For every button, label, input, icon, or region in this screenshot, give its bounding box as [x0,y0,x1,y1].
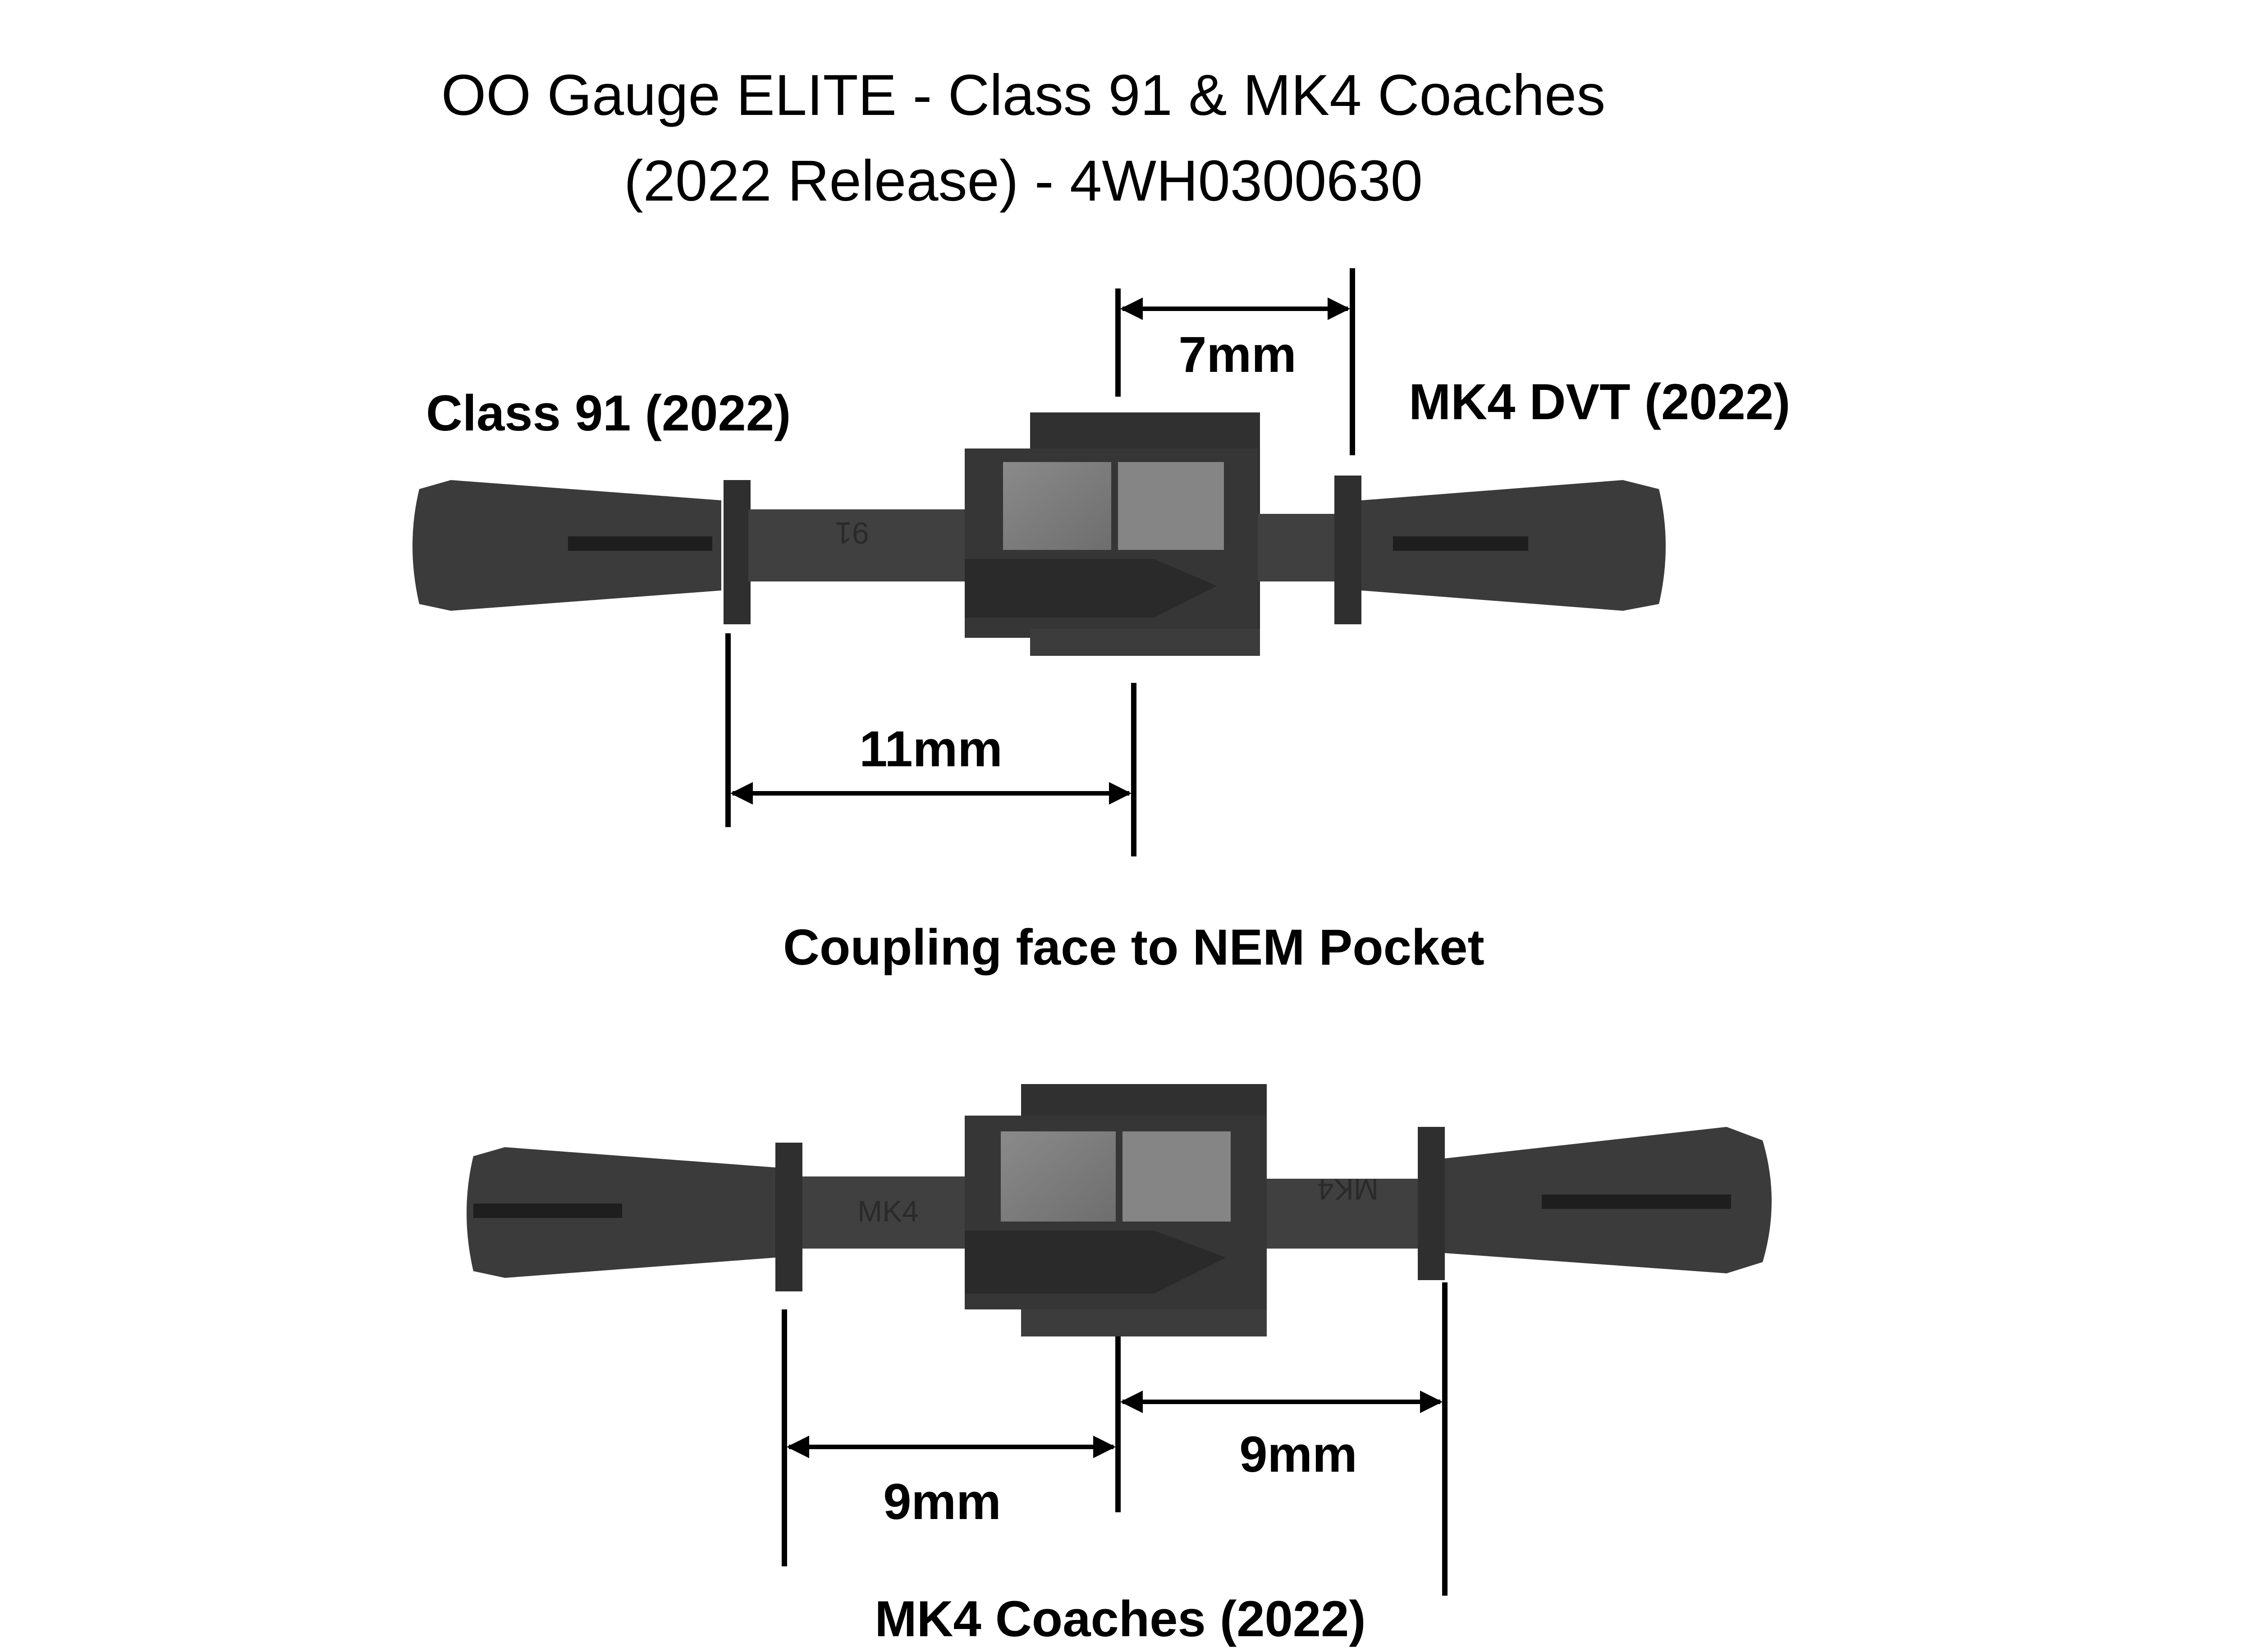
label-class-91: Class 91 (2022) [426,385,791,441]
bottom-center-lip [1021,1309,1267,1336]
bottom-dim-label-right: 9mm [1239,1426,1357,1483]
bottom-dim-label-left: 9mm [883,1474,1001,1530]
label-mk4-coaches: MK4 Coaches (2022) [875,1591,1365,1647]
title-line-2: (2022 Release) - 4WH0300630 [624,149,1423,213]
bottom-right-collar [1418,1127,1445,1280]
top-right-shaft [1258,514,1334,581]
bottom-right-arm-slot [1542,1194,1731,1209]
bottom-shaft-marking-left: MK4 [857,1194,919,1228]
bottom-hook [965,1231,1226,1294]
top-pad-left [1003,462,1111,550]
bottom-dimensions: 9mm 9mm [782,1282,1448,1596]
top-left-arm-slot [568,536,712,551]
top-hook [965,559,1217,618]
top-right-arm-slot [1393,536,1528,551]
bottom-right-shaft [1267,1179,1420,1249]
top-center-lip [1030,629,1260,656]
bottom-pad-left [1001,1131,1116,1222]
bottom-coupling-photo: MK4 MK4 [467,1084,1772,1336]
bottom-shaft-marking-right: MK4 [1317,1173,1379,1206]
top-left-arm [412,480,721,611]
bottom-left-collar [775,1143,802,1291]
top-left-collar [724,480,751,624]
caption-coupling-face: Coupling face to NEM Pocket [783,919,1484,975]
title-line-1: OO Gauge ELITE - Class 91 & MK4 Coaches [441,63,1605,128]
bottom-pad-right [1122,1131,1231,1222]
top-dim-label-11mm: 11mm [859,721,1003,777]
top-pad-right [1118,462,1224,550]
top-left-shaft [748,509,983,581]
top-right-collar [1334,476,1361,624]
label-mk4-dvt: MK4 DVT (2022) [1409,374,1790,430]
top-dimensions: 7mm 11mm [725,268,1355,856]
bottom-left-shaft [802,1176,974,1249]
top-coupling-photo: 91 [412,412,1666,656]
bottom-left-arm-slot [473,1204,622,1218]
top-shaft-marking: 91 [835,516,869,550]
top-dim-label-7mm: 7mm [1178,326,1296,383]
